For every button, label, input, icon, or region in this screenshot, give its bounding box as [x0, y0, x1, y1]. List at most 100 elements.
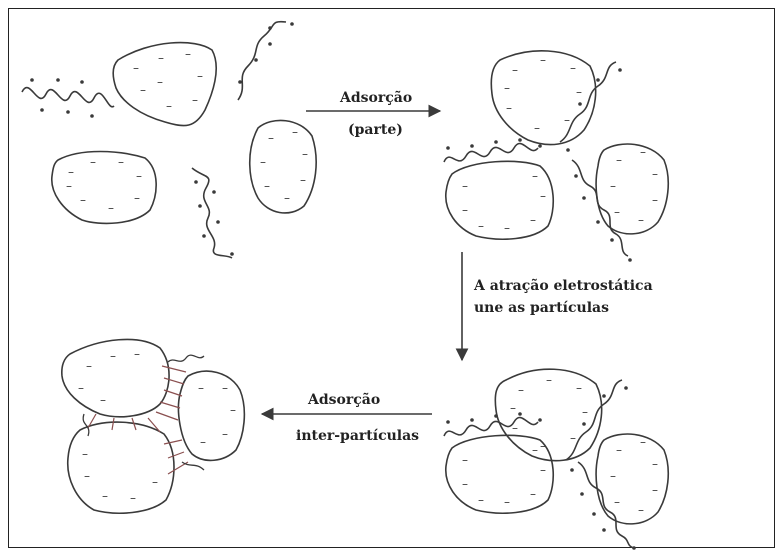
- svg-text:–: –: [638, 213, 644, 227]
- svg-text:–: –: [462, 203, 468, 217]
- arrow-electrostatic: A atração eletrostática une as partícula…: [462, 252, 653, 360]
- svg-text:–: –: [512, 421, 518, 435]
- svg-text:–: –: [462, 453, 468, 467]
- polymer-chain: [444, 143, 538, 162]
- svg-text:–: –: [504, 221, 510, 235]
- svg-text:–: –: [576, 381, 582, 395]
- svg-text:–: –: [268, 131, 274, 145]
- svg-text:–: –: [110, 349, 116, 363]
- svg-text:–: –: [504, 81, 510, 95]
- svg-text:–: –: [100, 393, 106, 407]
- svg-text:–: –: [512, 63, 518, 77]
- label-partial: (parte): [348, 122, 403, 138]
- svg-text:–: –: [540, 53, 546, 67]
- svg-text:–: –: [90, 155, 96, 169]
- svg-text:–: –: [462, 477, 468, 491]
- charges-stage-2: – – – – – – – – – – – – – – – – – – – – …: [446, 53, 658, 262]
- svg-text:–: –: [82, 447, 88, 461]
- svg-text:–: –: [78, 381, 84, 395]
- svg-text:–: –: [136, 169, 142, 183]
- svg-text:–: –: [102, 489, 108, 503]
- svg-text:–: –: [152, 475, 158, 489]
- polymer-chain: [578, 462, 634, 548]
- polymer-chain: [22, 88, 114, 107]
- svg-text:–: –: [197, 69, 203, 83]
- svg-text:–: –: [504, 495, 510, 509]
- particle: [68, 422, 174, 513]
- polymer-chain: [560, 62, 616, 142]
- svg-text:–: –: [532, 443, 538, 457]
- svg-text:–: –: [157, 75, 163, 89]
- svg-text:–: –: [133, 61, 139, 75]
- svg-text:–: –: [640, 145, 646, 159]
- svg-text:–: –: [222, 427, 228, 441]
- svg-text:–: –: [185, 47, 191, 61]
- svg-text:–: –: [652, 483, 658, 497]
- svg-text:–: –: [130, 491, 136, 505]
- svg-text:–: –: [68, 165, 74, 179]
- svg-text:–: –: [506, 101, 512, 115]
- svg-text:–: –: [198, 381, 204, 395]
- svg-text:–: –: [222, 381, 228, 395]
- svg-text:–: –: [530, 487, 536, 501]
- svg-text:–: –: [652, 167, 658, 181]
- arrow-interparticle: Adsorção inter-partículas: [262, 391, 432, 444]
- svg-text:–: –: [80, 193, 86, 207]
- svg-text:–: –: [614, 495, 620, 509]
- svg-text:–: –: [532, 169, 538, 183]
- svg-text:–: –: [640, 435, 646, 449]
- svg-text:–: –: [108, 201, 114, 215]
- svg-text:–: –: [192, 93, 198, 107]
- polymer-chain: [192, 168, 232, 258]
- svg-text:–: –: [302, 147, 308, 161]
- svg-text:–: –: [610, 469, 616, 483]
- svg-text:–: –: [166, 99, 172, 113]
- charges-stage-1: – – – – – – – – – – – – – – – – – – – – …: [30, 22, 308, 256]
- svg-text:–: –: [570, 431, 576, 445]
- label-adsorption-1: Adsorção: [339, 89, 412, 106]
- particle: [113, 43, 216, 126]
- svg-text:–: –: [478, 219, 484, 233]
- svg-text:–: –: [462, 179, 468, 193]
- svg-text:–: –: [300, 173, 306, 187]
- svg-text:–: –: [616, 443, 622, 457]
- svg-text:–: –: [564, 113, 570, 127]
- label-electrostatic-line2: une as partículas: [474, 300, 609, 316]
- polymer-chain: [238, 22, 286, 100]
- svg-text:–: –: [284, 191, 290, 205]
- svg-text:–: –: [540, 189, 546, 203]
- svg-text:–: –: [652, 457, 658, 471]
- svg-text:–: –: [540, 439, 546, 453]
- particle: [596, 144, 668, 234]
- svg-text:–: –: [260, 155, 266, 169]
- svg-text:–: –: [546, 373, 552, 387]
- svg-text:–: –: [652, 193, 658, 207]
- svg-text:–: –: [264, 179, 270, 193]
- svg-text:–: –: [66, 179, 72, 193]
- svg-text:–: –: [540, 463, 546, 477]
- svg-text:–: –: [638, 503, 644, 517]
- svg-text:–: –: [614, 205, 620, 219]
- svg-text:–: –: [616, 153, 622, 167]
- svg-text:–: –: [200, 435, 206, 449]
- svg-text:–: –: [86, 359, 92, 373]
- polymer-chain: [566, 380, 622, 460]
- svg-text:–: –: [576, 85, 582, 99]
- svg-text:–: –: [84, 469, 90, 483]
- polymer-chain: [444, 417, 538, 436]
- arrow-adsorption-partial: Adsorção (parte): [306, 89, 440, 138]
- stage-3-attraction: [444, 369, 668, 548]
- label-interparticle: inter-partículas: [296, 428, 419, 444]
- label-adsorption-2: Adsorção: [307, 391, 380, 408]
- svg-text:–: –: [158, 51, 164, 65]
- svg-text:–: –: [534, 121, 540, 135]
- svg-text:–: –: [292, 125, 298, 139]
- svg-text:–: –: [530, 213, 536, 227]
- svg-text:–: –: [518, 383, 524, 397]
- svg-text:–: –: [570, 61, 576, 75]
- svg-text:–: –: [478, 493, 484, 507]
- charges-stage-4: – – – – – – – – – – – – – – –: [78, 347, 236, 505]
- svg-text:–: –: [134, 347, 140, 361]
- svg-text:–: –: [134, 191, 140, 205]
